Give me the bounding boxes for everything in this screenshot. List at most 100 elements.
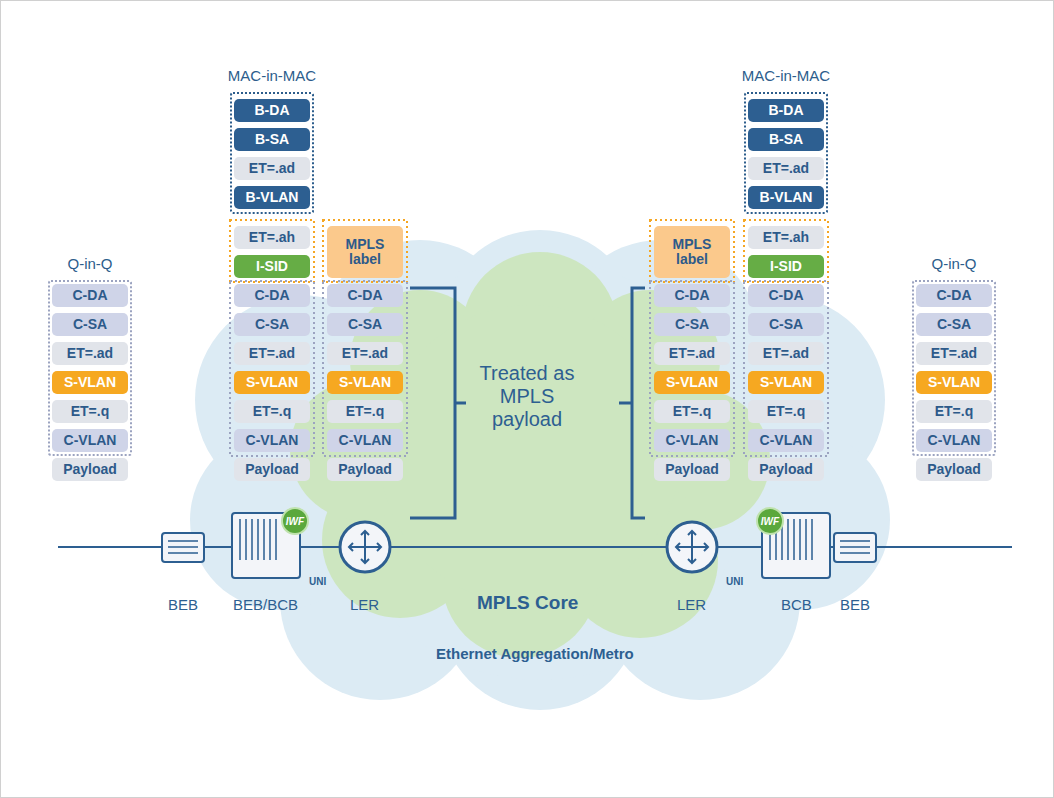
dotted-outlines (744, 220, 828, 282)
ethertype-field: ET=.ad (52, 342, 128, 365)
dotted-outlines (230, 281, 314, 456)
field-text: ET=.q (935, 404, 974, 419)
region-label: MPLS Core (477, 592, 578, 614)
router-icon (340, 522, 390, 572)
field-text: ET=.q (71, 404, 110, 419)
mpls-label: MPLS label (654, 226, 730, 278)
header-field: B-VLAN (234, 186, 310, 209)
header-field: C-SA (234, 313, 310, 336)
header-field: C-VLAN (916, 429, 992, 452)
ethertype-field: ET=.q (52, 400, 128, 423)
ethertype-field: ET=.ah (234, 226, 310, 249)
metro-cloud (190, 230, 890, 710)
header-field: C-SA (654, 313, 730, 336)
field-text: S-VLAN (760, 375, 812, 390)
payload-field: Payload (654, 458, 730, 481)
field-text: B-SA (769, 132, 803, 147)
bracket (619, 288, 645, 518)
payload-field: Payload (748, 458, 824, 481)
field-text: C-VLAN (928, 433, 981, 448)
router-icon (667, 522, 717, 572)
stack-heading: MAC-in-MAC (228, 67, 316, 84)
field-text: ET=.ad (763, 161, 809, 176)
field-text: C-DA (73, 288, 108, 303)
field-text: S-VLAN (928, 375, 980, 390)
field-text: C-DA (675, 288, 710, 303)
dotted-outlines (230, 220, 314, 282)
field-text: Payload (665, 462, 719, 477)
field-text: S-VLAN (666, 375, 718, 390)
field-text: Payload (759, 462, 813, 477)
device-label: LER (677, 596, 706, 613)
frame-stack: MAC-in-MACB-DAB-SAET=.adB-VLAN (744, 92, 828, 214)
field-text: C-DA (348, 288, 383, 303)
field-text: B-VLAN (246, 190, 299, 205)
device-label: BCB (781, 596, 812, 613)
header-field: B-VLAN (748, 186, 824, 209)
field-text: ET=.q (673, 404, 712, 419)
router-icon (349, 531, 381, 563)
header-field: C-SA (916, 313, 992, 336)
header-field: C-DA (234, 284, 310, 307)
ethertype-field: ET=.q (748, 400, 824, 423)
mpls-cloud (380, 305, 680, 605)
dotted-outlines (650, 281, 734, 456)
payload-field: Payload (234, 458, 310, 481)
header-field: B-DA (234, 99, 310, 122)
field-text: C-VLAN (666, 433, 719, 448)
field-text: ET=.ad (931, 346, 977, 361)
bridge-icon (162, 533, 204, 562)
bridge-icon (840, 541, 870, 553)
header-field: B-SA (748, 128, 824, 151)
bridge-icon (834, 533, 876, 562)
chassis-icon (232, 513, 830, 578)
bridge-icon (168, 541, 198, 553)
ethertype-field: ET=.q (327, 400, 403, 423)
header-field: C-VLAN (327, 429, 403, 452)
ethertype-field: ET=.ad (748, 342, 824, 365)
field-text: MPLS label (666, 237, 718, 268)
isid-field: I-SID (748, 255, 824, 278)
field-text: ET=.ah (249, 230, 295, 245)
interface-label: UNI (726, 576, 743, 588)
header-field: C-SA (748, 313, 824, 336)
field-text: C-VLAN (246, 433, 299, 448)
device-label: BEB (840, 596, 870, 613)
bracket-note: Treated as MPLS payload (471, 362, 583, 431)
header-field: C-VLAN (748, 429, 824, 452)
frame-stack: Q-in-QC-DAC-SAET=.adS-VLANET=.qC-VLAN (912, 280, 996, 456)
stack-heading: Q-in-Q (932, 255, 977, 272)
ethertype-field: ET=.ad (916, 342, 992, 365)
svlan-field: S-VLAN (234, 371, 310, 394)
header-field: C-DA (327, 284, 403, 307)
field-text: C-DA (769, 288, 804, 303)
header-field: C-SA (327, 313, 403, 336)
field-text: Payload (63, 462, 117, 477)
header-field: B-SA (234, 128, 310, 151)
iwf-badge: IWF (281, 507, 309, 535)
dotted-outlines (323, 220, 407, 282)
field-text: ET=.q (346, 404, 385, 419)
header-field: C-DA (748, 284, 824, 307)
field-text: ET=.q (253, 404, 292, 419)
ethertype-field: ET=.ad (327, 342, 403, 365)
field-text: MPLS label (339, 237, 391, 268)
field-text: ET=.ad (249, 161, 295, 176)
field-text: IWF (286, 516, 304, 527)
router-icon (676, 531, 708, 563)
header-field: C-VLAN (654, 429, 730, 452)
header-field: C-VLAN (234, 429, 310, 452)
field-text: C-SA (73, 317, 107, 332)
field-text: C-SA (937, 317, 971, 332)
dotted-outlines (650, 220, 734, 282)
field-text: ET=.ah (763, 230, 809, 245)
mpls-label: MPLS label (327, 226, 403, 278)
field-text: S-VLAN (246, 375, 298, 390)
stack-heading: MAC-in-MAC (742, 67, 830, 84)
ethertype-field: ET=.q (654, 400, 730, 423)
header-field: C-DA (654, 284, 730, 307)
dotted-outlines (230, 220, 828, 456)
field-text: C-SA (769, 317, 803, 332)
dotted-outlines (323, 281, 407, 456)
